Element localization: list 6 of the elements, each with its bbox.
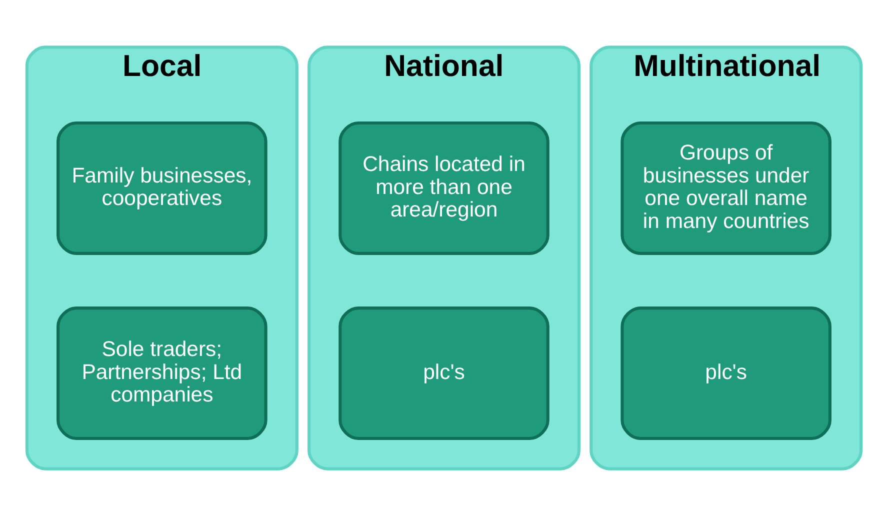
node-box: Family businesses, cooperatives bbox=[56, 121, 268, 254]
node-box: Chains located in more than one area/region bbox=[338, 121, 550, 254]
node-box: Groups of businesses under one overall name in many countries bbox=[620, 121, 832, 254]
node-box: plc's bbox=[620, 306, 832, 440]
node-box: plc's bbox=[338, 306, 550, 440]
node-box: Sole traders; Partnerships; Ltd companies bbox=[56, 306, 268, 440]
